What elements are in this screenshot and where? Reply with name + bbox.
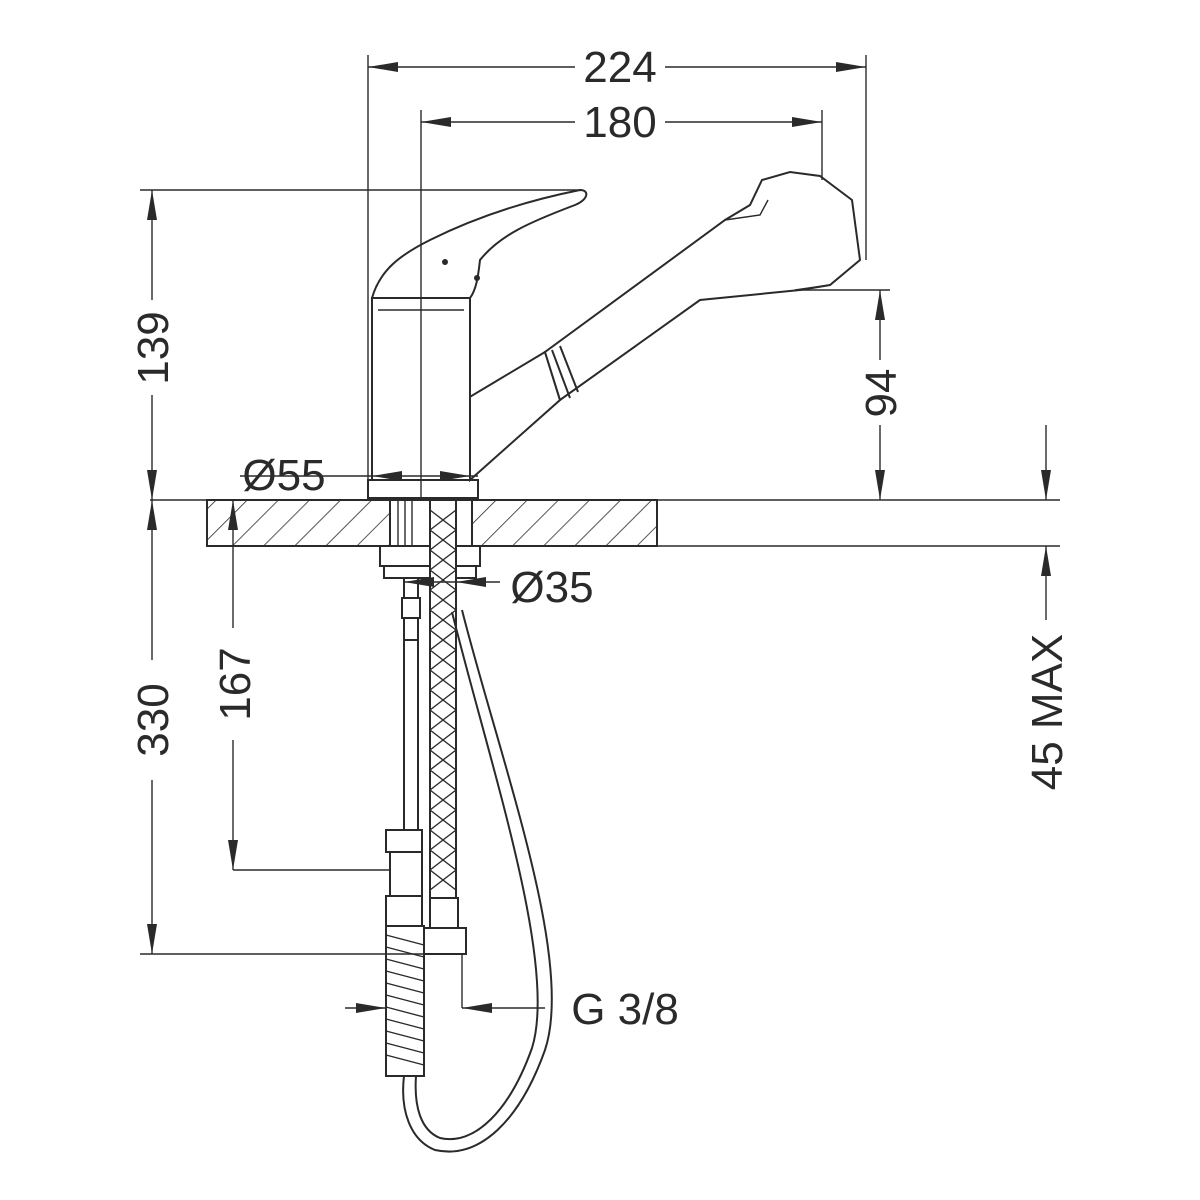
supply-hoses — [385, 499, 553, 1153]
dimension-94-label: 94 — [857, 369, 906, 418]
diameter-55-label: Ø55 — [242, 451, 325, 500]
max-thickness-label: 45 MAX — [1023, 634, 1072, 791]
braid-pattern — [429, 509, 457, 891]
dimension-167-label: 167 — [211, 647, 260, 720]
countertop-section — [150, 499, 1060, 547]
diameter-35-label: Ø35 — [510, 563, 593, 612]
dimension-180-label: 180 — [583, 98, 656, 147]
faucet-body — [367, 170, 862, 499]
dimension-224-label: 224 — [583, 43, 656, 92]
dimension-139-label: 139 — [129, 311, 178, 384]
dimension-330-label: 330 — [129, 683, 178, 756]
connection-thread-label: G 3/8 — [571, 985, 679, 1034]
dimension-lines — [140, 55, 1051, 1013]
